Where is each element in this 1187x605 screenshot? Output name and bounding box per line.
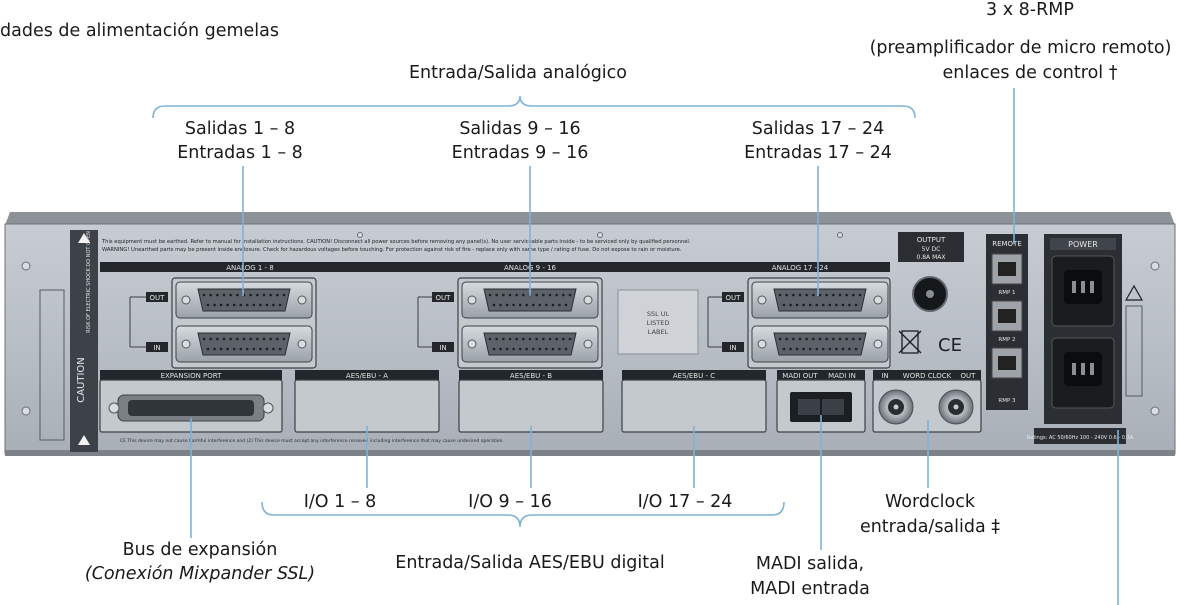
remote-title: REMOTE <box>992 240 1022 248</box>
madi-label-line2: MADI entrada <box>750 579 870 599</box>
analog-2-in-dsub <box>461 325 599 363</box>
wc-out-label: OUT <box>961 372 977 380</box>
header-partial-text: dades de alimentación gemelas <box>0 21 280 41</box>
warning-text-2: WARNING! Unearthed parts may be present … <box>102 247 682 253</box>
rmp3-label: RMP 3 <box>998 398 1016 404</box>
madi-label-line1: MADI salida, <box>755 554 865 574</box>
madi-out-label: MADI OUT <box>782 372 818 380</box>
analog-3-out-dsub <box>751 281 889 319</box>
fine-print: CE This device may not cause harmful int… <box>120 438 504 444</box>
madi-in-label: MADI IN <box>828 372 856 380</box>
wordclock-bnc-out <box>938 389 974 425</box>
wordclock-label-line2: entrada/salida ‡ <box>859 517 1001 537</box>
madi-connector <box>790 392 852 422</box>
group2-in-label: Entradas 9 – 16 <box>451 143 589 163</box>
leader-lines <box>190 88 1119 605</box>
analog-2-out-dsub <box>461 281 599 319</box>
wordclock-bnc-in <box>878 389 914 425</box>
analog-3-in-dsub <box>751 325 889 363</box>
ul-label-line3: LABEL <box>648 328 669 336</box>
out-label-1: OUT <box>150 294 166 302</box>
warning-text-1: This equipment must be earthed. Refer to… <box>101 239 691 245</box>
wordclock-label-line1: Wordclock <box>885 492 975 512</box>
out-label-3: OUT <box>726 294 742 302</box>
group3-out-label: Salidas 17 – 24 <box>751 119 885 139</box>
power-title: POWER <box>1068 240 1098 249</box>
rmp-label-line3: enlaces de control † <box>942 63 1118 83</box>
risk-text: RISK OF ELECTRIC SHOCK DO NOT OPEN <box>86 231 92 333</box>
aes-brace <box>261 501 785 528</box>
group2-out-label: Salidas 9 – 16 <box>459 119 581 139</box>
caution-strip <box>70 230 98 452</box>
io1-label: I/O 1 – 8 <box>303 492 377 512</box>
caution-text: CAUTION <box>76 357 87 403</box>
wc-in-label: IN <box>881 372 888 380</box>
in-label-3: IN <box>729 344 736 352</box>
iec-inlets <box>1051 255 1115 409</box>
rmp2-label: RMP 2 <box>998 337 1015 343</box>
ce-mark: CE <box>938 335 962 356</box>
analog-io-title: Entrada/Salida analógico <box>408 63 627 83</box>
hazard-icon <box>1124 284 1144 301</box>
rmp-label-line2: (preamplificador de micro remoto) <box>869 38 1172 58</box>
wc-label: WORD CLOCK <box>903 372 952 380</box>
analog-3-band-label: ANALOG 17 - 24 <box>772 264 829 272</box>
output-title: OUTPUT <box>917 236 946 244</box>
rmp-ports: RMP 1 RMP 2 RMP 3 <box>991 253 1023 404</box>
expansion-label-line1: Bus de expansión <box>122 540 278 560</box>
ul-label-line2: LISTED <box>647 319 670 327</box>
ul-label-line1: SSL UL <box>647 310 670 318</box>
out-label-2: OUT <box>436 294 452 302</box>
rmp1-label: RMP 1 <box>998 290 1015 296</box>
io3-label: I/O 17 – 24 <box>637 492 733 512</box>
io2-label: I/O 9 – 16 <box>468 492 552 512</box>
analog-1-in-dsub <box>175 325 313 363</box>
ratings-text: Ratings: AC 50/60Hz 100 - 240V 0.6 - 0.3… <box>1027 435 1134 441</box>
aes-b-label: AES/EBU - B <box>510 372 552 380</box>
output-voltage: 5V DC <box>922 246 941 253</box>
aes-a-label: AES/EBU - A <box>346 372 388 380</box>
rmp-label-line1: 3 x 8-RMP <box>986 0 1074 20</box>
aes-digital-label: Entrada/Salida AES/EBU digital <box>395 553 665 573</box>
output-current: 0.8A MAX <box>917 254 946 261</box>
expansion-port-connector <box>108 394 274 422</box>
in-label-2: IN <box>439 344 446 352</box>
in-label-1: IN <box>153 344 160 352</box>
analog-1-out-dsub <box>175 281 313 319</box>
expansion-label-line2: (Conexión Mixpander SSL) <box>84 564 316 584</box>
analog-brace <box>152 95 916 119</box>
group1-out-label: Salidas 1 – 8 <box>184 119 296 139</box>
group3-in-label: Entradas 17 – 24 <box>744 143 892 163</box>
expansion-port-label: EXPANSION PORT <box>161 372 223 380</box>
analog-1-band-label: ANALOG 1 - 8 <box>226 264 274 272</box>
analog-label-band <box>100 262 890 272</box>
weee-icon <box>898 330 922 354</box>
aes-c-label: AES/EBU - C <box>673 372 715 380</box>
group1-in-label: Entradas 1 – 8 <box>177 143 303 163</box>
